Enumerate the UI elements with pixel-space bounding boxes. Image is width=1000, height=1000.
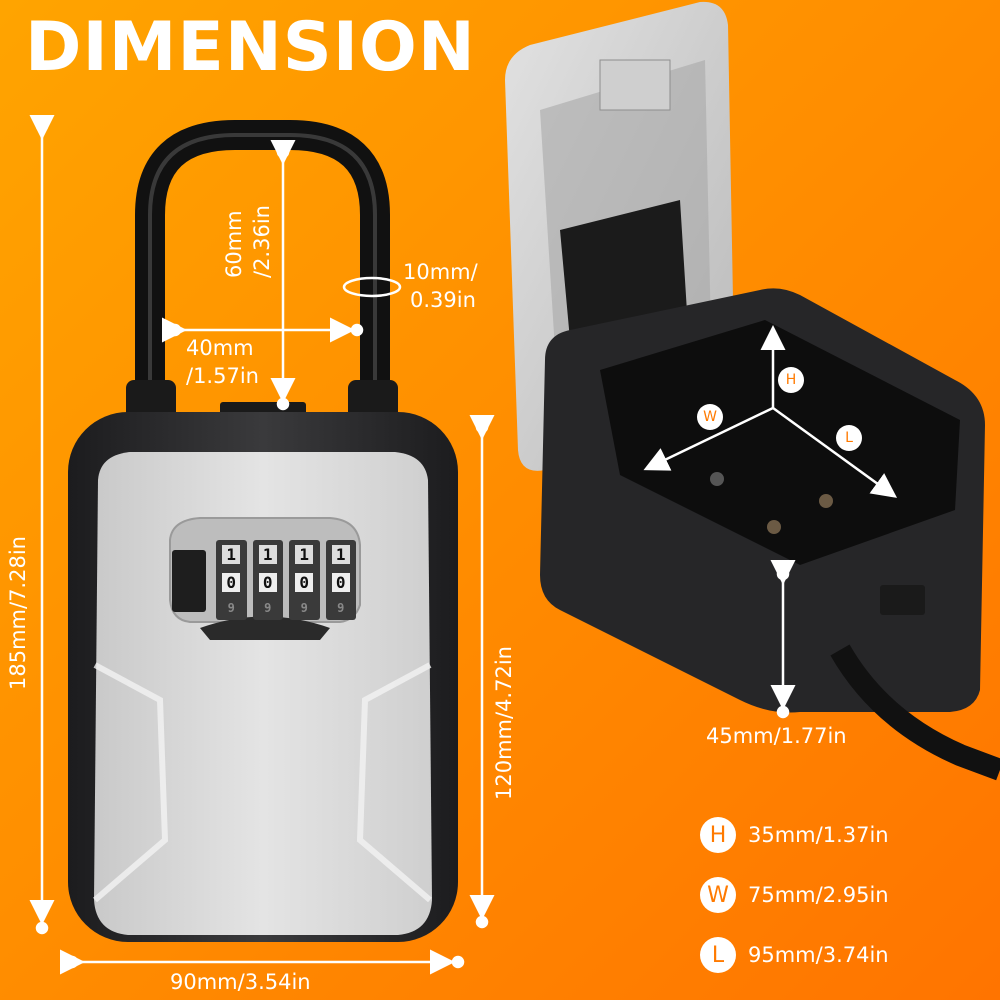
shackle-height-label-1: 60mm: [222, 210, 246, 278]
axis-badge-w: W: [697, 404, 723, 430]
axis-badge-l: L: [836, 425, 862, 451]
dial-digit-mid: 0: [331, 572, 350, 592]
dial-digit-top: 1: [331, 544, 350, 564]
body-width-label: 90mm/3.54in: [170, 970, 311, 994]
height-badge-icon: H: [700, 817, 736, 853]
length-badge-icon: L: [700, 937, 736, 973]
dial-4[interactable]: 1 0 9: [325, 540, 356, 620]
dial-digit-bot: 9: [300, 601, 308, 616]
dial-digit-top: 1: [258, 544, 277, 564]
shackle-diameter-label-2: 0.39in: [410, 288, 476, 312]
legend-value: 35mm/1.37in: [748, 823, 889, 847]
axis-badge-h: H: [778, 367, 804, 393]
dial-digit-bot: 9: [264, 601, 272, 616]
legend-row-length: L 95mm/3.74in: [700, 925, 889, 985]
page-title: DIMENSION: [25, 8, 476, 87]
open-lockbox: [505, 1, 1000, 781]
dimension-legend: H 35mm/1.37in W 75mm/2.95in L 95mm/3.74i…: [700, 805, 889, 985]
dial-digit-top: 1: [222, 544, 241, 564]
dial-digit-mid: 0: [295, 572, 314, 592]
shackle-diameter-label-1: 10mm/: [403, 260, 478, 284]
shackle-width-label-2: /1.57in: [186, 364, 259, 388]
legend-value: 75mm/2.95in: [748, 883, 889, 907]
legend-row-width: W 75mm/2.95in: [700, 865, 889, 925]
legend-value: 95mm/3.74in: [748, 943, 889, 967]
shackle-height-label-2: /2.36in: [250, 205, 274, 278]
shackle-width-label-1: 40mm: [186, 336, 254, 360]
dial-digit-mid: 0: [222, 572, 241, 592]
overall-height-label: 185mm/7.28in: [6, 536, 30, 690]
dial-3[interactable]: 1 0 9: [289, 540, 320, 620]
dial-digit-bot: 9: [337, 601, 345, 616]
dial-digit-bot: 9: [227, 601, 235, 616]
dimension-lines: [29, 115, 898, 975]
dial-1[interactable]: 1 0 9: [216, 540, 247, 620]
dial-2[interactable]: 1 0 9: [252, 540, 283, 620]
depth-label: 45mm/1.77in: [706, 724, 847, 748]
combination-dials: 1 0 9 1 0 9 1 0 9 1 0 9: [216, 540, 356, 620]
dial-digit-top: 1: [295, 544, 314, 564]
legend-row-height: H 35mm/1.37in: [700, 805, 889, 865]
dial-digit-mid: 0: [258, 572, 277, 592]
width-badge-icon: W: [700, 877, 736, 913]
body-height-label: 120mm/4.72in: [492, 646, 516, 800]
